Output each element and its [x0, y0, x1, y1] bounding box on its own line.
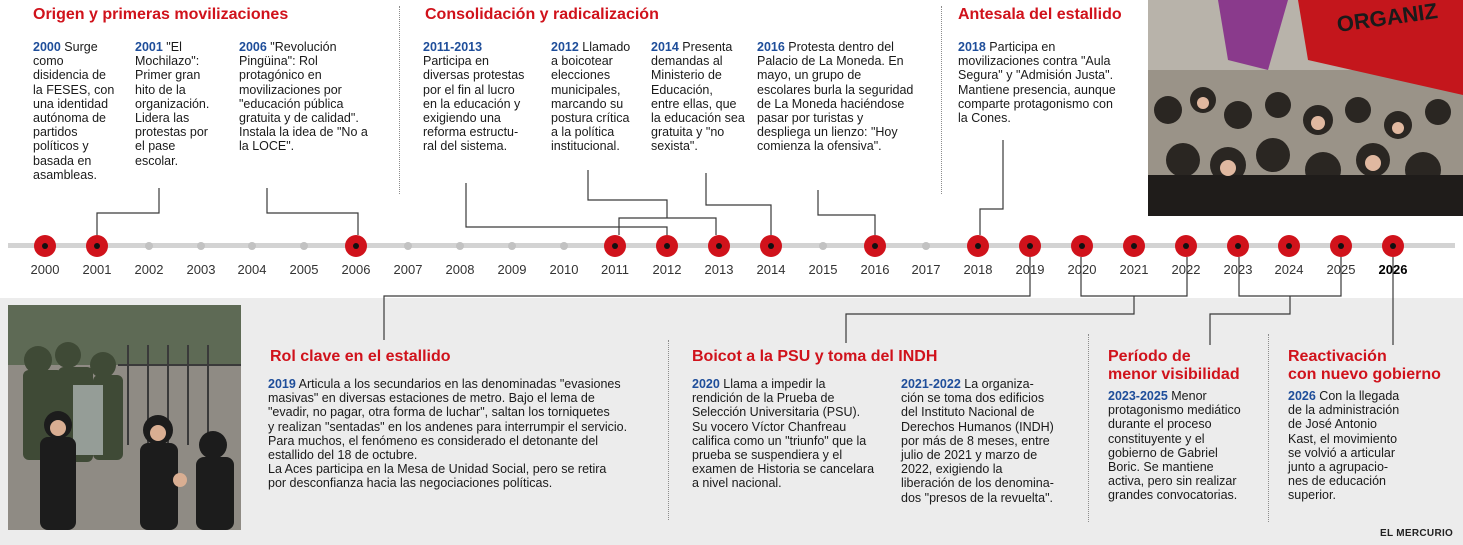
section-divider: [941, 6, 942, 194]
year-label-2006: 2006: [341, 262, 371, 277]
year-label-2024: 2024: [1274, 262, 1304, 277]
year-label-2023: 2023: [1223, 262, 1253, 277]
year-label-2003: 2003: [186, 262, 216, 277]
year-label-2018: 2018: [963, 262, 993, 277]
event-2018: 2018 Participa en movilizaciones contra …: [958, 40, 1116, 126]
year-label-2019: 2019: [1015, 262, 1045, 277]
event-marker-2019: [1019, 235, 1041, 257]
event-2001: 2001 "El Mochilazo":Primer gran hito de …: [135, 40, 210, 168]
event-marker-2001: [86, 235, 108, 257]
event-marker-2020: [1071, 235, 1093, 257]
event-marker-2013: [708, 235, 730, 257]
section-title-prelude: Antesala del estallido: [958, 6, 1122, 23]
year-label-2010: 2010: [549, 262, 579, 277]
year-label-2025: 2025: [1326, 262, 1356, 277]
event-marker-2026: [1382, 235, 1404, 257]
year-tick-2008: [456, 242, 464, 250]
event-2016: 2016 Protesta dentro del Palacio de La M…: [757, 40, 914, 154]
year-label-2002: 2002: [134, 262, 164, 277]
year-label-2014: 2014: [756, 262, 786, 277]
source-credit: EL MERCURIO: [1380, 528, 1454, 539]
year-label-2009: 2009: [497, 262, 527, 277]
year-label-2001: 2001: [82, 262, 112, 277]
police-protest-photo: [8, 305, 241, 530]
event-marker-2023: [1227, 235, 1249, 257]
event-marker-2012: [656, 235, 678, 257]
year-label-2017: 2017: [911, 262, 941, 277]
protest-crowd-photo: ORGANIZ: [1148, 0, 1463, 216]
event-2020: 2020 Llama a impedir la rendición de la …: [692, 377, 875, 491]
year-label-2005: 2005: [289, 262, 319, 277]
year-label-2000: 2000: [30, 262, 60, 277]
year-label-2004: 2004: [237, 262, 267, 277]
event-marker-2016: [864, 235, 886, 257]
year-label-2016: 2016: [860, 262, 890, 277]
event-marker-2011: [604, 235, 626, 257]
year-tick-2009: [508, 242, 516, 250]
event-marker-2022: [1175, 235, 1197, 257]
year-tick-2015: [819, 242, 827, 250]
event-marker-2006: [345, 235, 367, 257]
section-divider: [668, 340, 669, 520]
year-tick-2004: [248, 242, 256, 250]
year-label-2012: 2012: [652, 262, 682, 277]
year-label-2026: 2026: [1378, 262, 1408, 277]
section-title-origin: Origen y primeras movilizaciones: [33, 6, 289, 23]
bottom-panel-background: [0, 298, 1463, 545]
year-label-2011: 2011: [601, 262, 629, 277]
year-tick-2010: [560, 242, 568, 250]
section-divider: [1088, 334, 1089, 522]
year-label-2013: 2013: [704, 262, 734, 277]
section-divider: [1268, 334, 1269, 522]
year-label-2021: 2021: [1119, 262, 1149, 277]
event-marker-2024: [1278, 235, 1300, 257]
year-label-2015: 2015: [808, 262, 838, 277]
year-tick-2005: [300, 242, 308, 250]
event-marker-2025: [1330, 235, 1352, 257]
year-tick-2002: [145, 242, 153, 250]
event-marker-2021: [1123, 235, 1145, 257]
timeline-axis: [8, 243, 1455, 248]
year-label-2022: 2022: [1171, 262, 1201, 277]
year-label-2008: 2008: [445, 262, 475, 277]
year-tick-2017: [922, 242, 930, 250]
event-marker-2000: [34, 235, 56, 257]
year-tick-2007: [404, 242, 412, 250]
event-2026: 2026 Con la llegada de la administración…: [1288, 389, 1400, 503]
year-label-2020: 2020: [1067, 262, 1097, 277]
event-2021-2022: 2021-2022 La organiza- ción se toma dos …: [901, 377, 1054, 505]
event-marker-2014: [760, 235, 782, 257]
year-label-2007: 2007: [393, 262, 423, 277]
year-tick-2003: [197, 242, 205, 250]
section-title-consolidation: Consolidación y radicalización: [425, 6, 659, 23]
section-title-psu-boycott: Boicot a la PSU y toma del INDH: [692, 348, 938, 365]
section-title-outbreak: Rol clave en el estallido: [270, 348, 451, 365]
event-marker-2018: [967, 235, 989, 257]
section-divider: [399, 6, 400, 194]
event-2019: 2019 Articula a los secundarios en las d…: [268, 377, 628, 491]
